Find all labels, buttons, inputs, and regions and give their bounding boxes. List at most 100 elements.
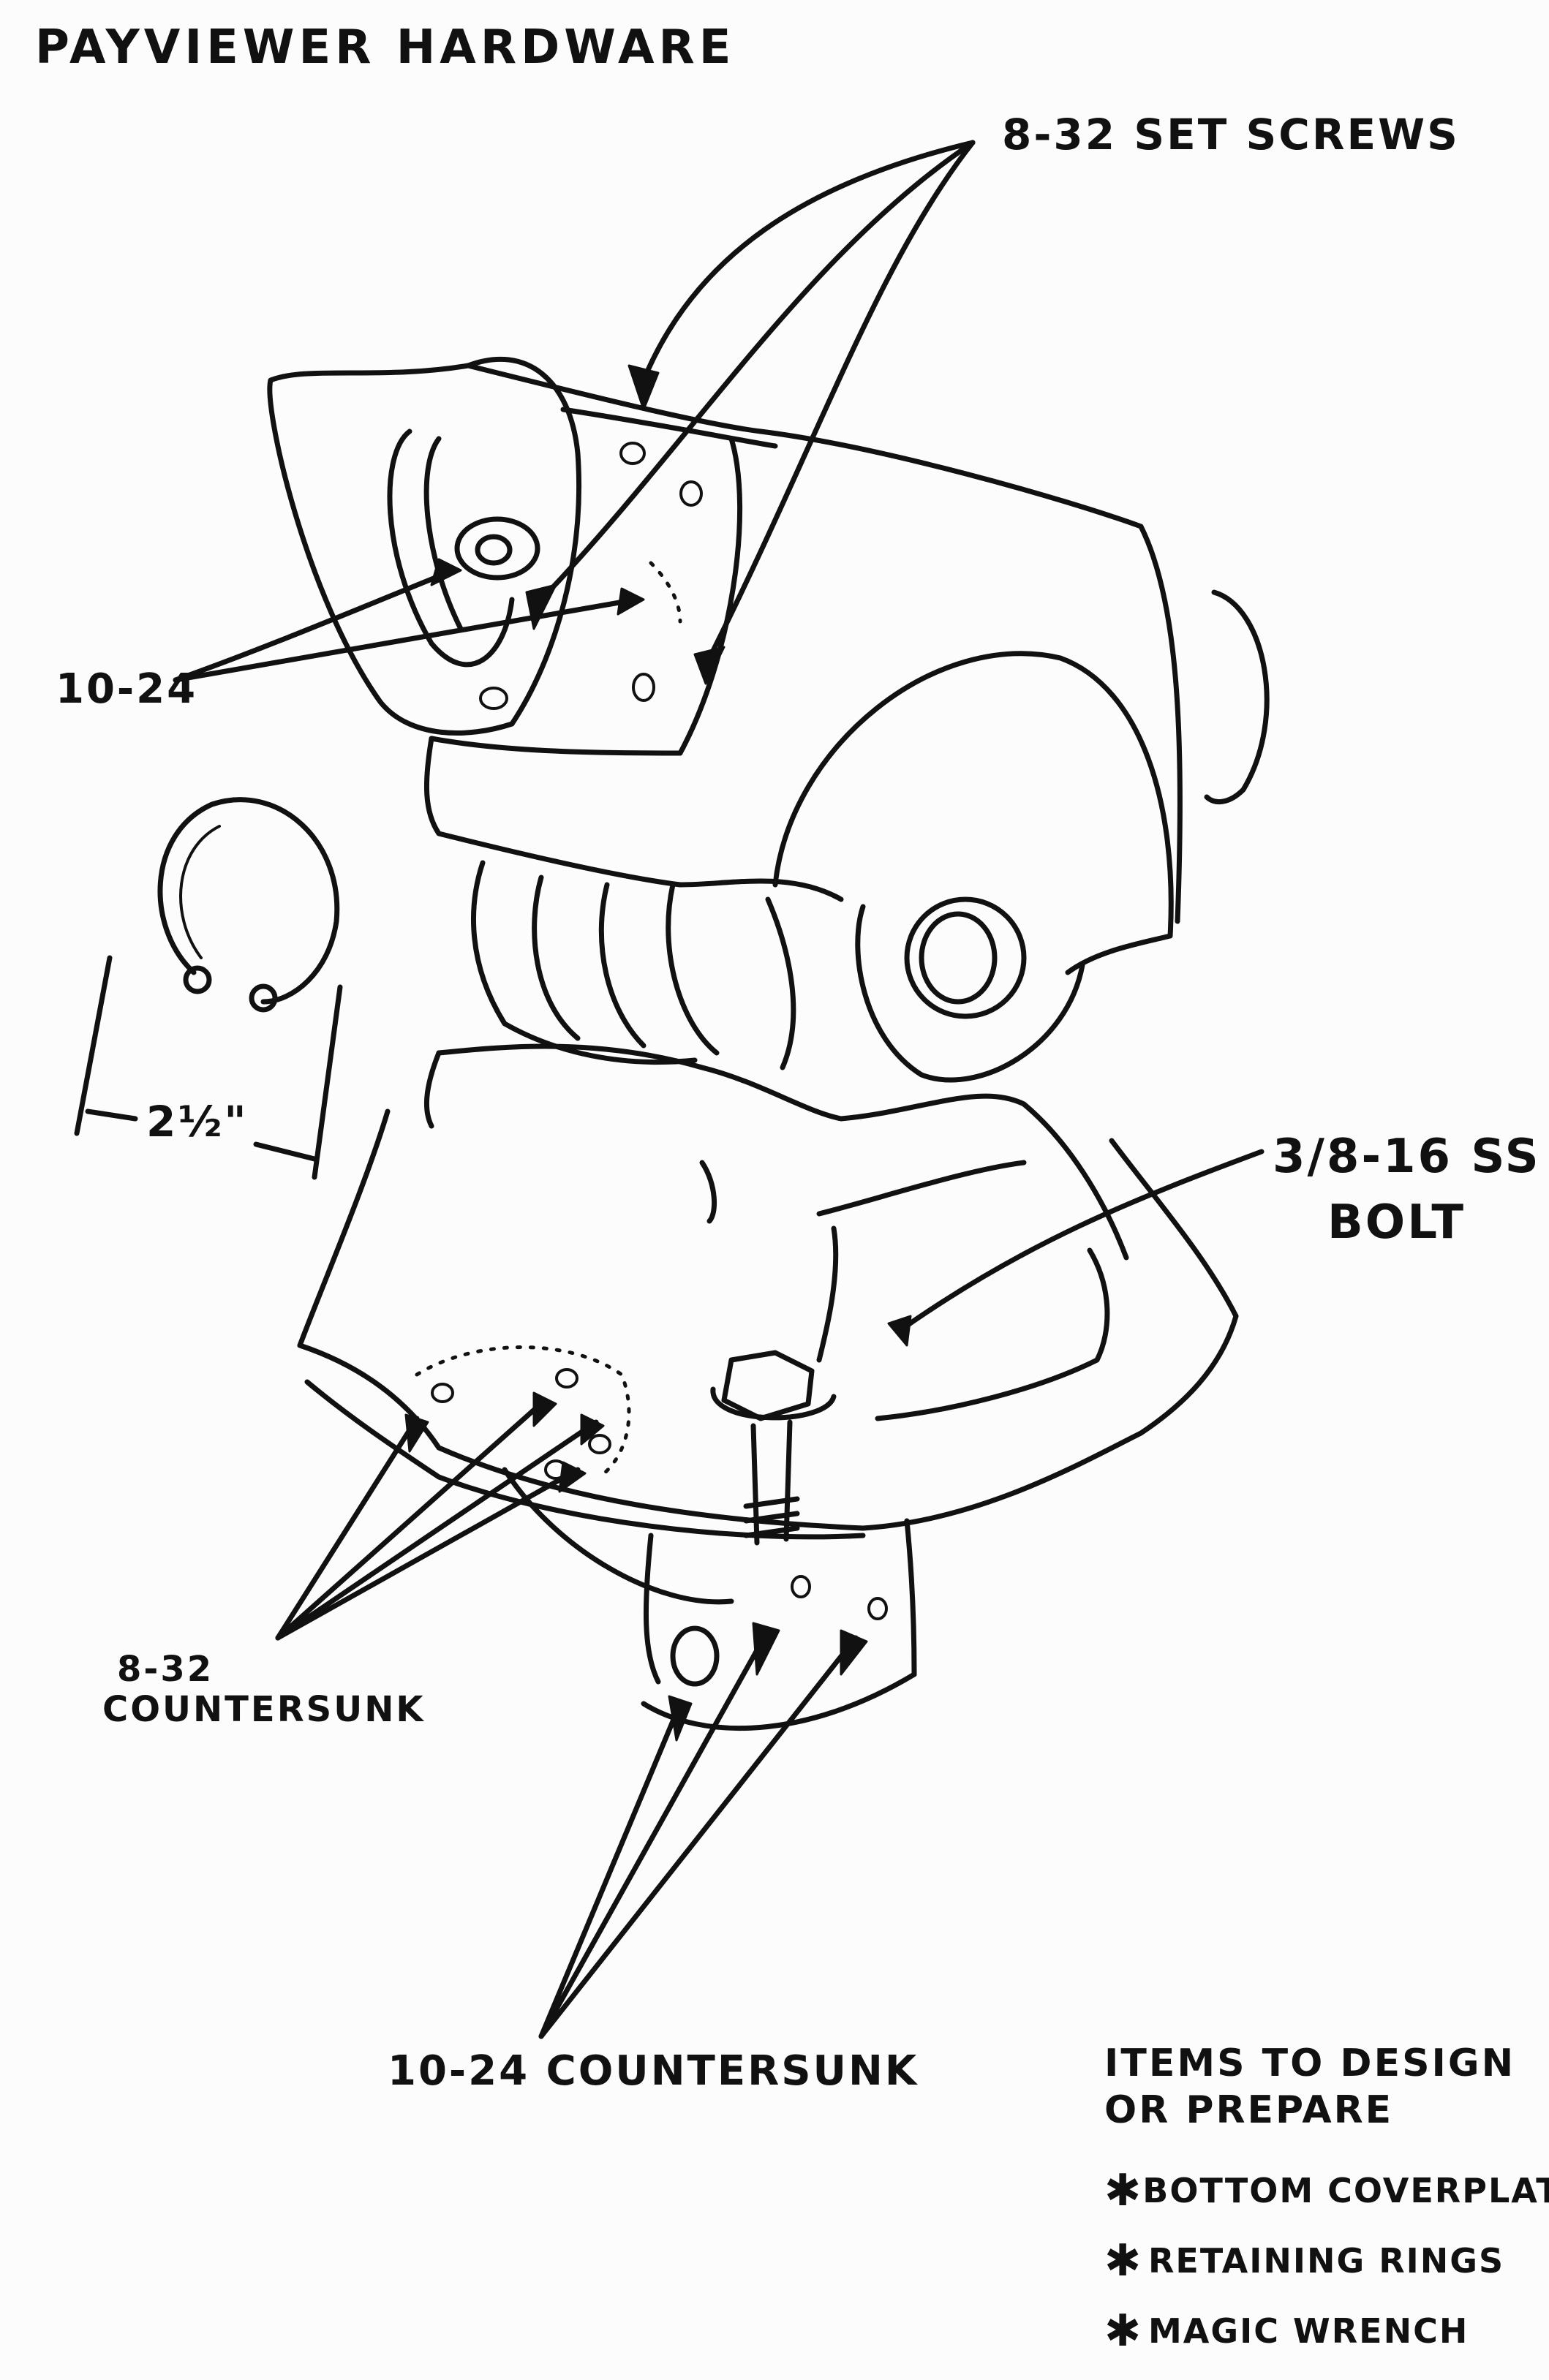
neck-rib-2 [598,882,647,1049]
arrow-setscrew-a [641,140,976,383]
side-pivot-inner [919,911,998,1005]
notes-heading-line-2: OR PREPARE [1104,2088,1394,2132]
arrow-832cs-a [275,1416,420,1641]
callout-832-countersunk-size: 8-32 [117,1649,214,1690]
base-inner-top [816,1160,1027,1217]
list-item: ✱ RETAINING RINGS [1104,2226,1536,2296]
base-inner-right [875,1247,1110,1421]
setscrew-hole-3 [632,673,655,702]
base-right-wall [1109,1138,1239,1319]
lower-mount-hole [670,1625,720,1687]
arrowhead-832cs-b [532,1391,557,1427]
notes-list: ✱ BOTTOM COVERPLATE ✱ RETAINING RINGS ✱ … [1104,2156,1549,2366]
notes-heading-line-1: ITEMS TO DESIGN [1104,2041,1516,2085]
lower-mount-bottom [641,1671,917,1731]
arrowhead-1024cs-b [752,1622,780,1676]
base-inner-slope [1021,1101,1129,1261]
side-pivot-arm [855,904,1085,1083]
list-item: ✱ BOTTOM COVERPLATE [1104,2156,1549,2226]
arrow-setscrew-c [706,140,976,661]
base-top-edge [436,1043,1027,1122]
head-top-edge [465,363,1144,529]
head-stipple [649,561,682,624]
head-front-face [267,356,582,736]
ring-dim-line-l [85,1108,138,1122]
arrowhead-832cs-c [580,1413,605,1446]
arrowhead-1024-a [430,558,462,586]
lower-mount-hole-3 [867,1597,888,1620]
notes-item-label: BOTTOM COVERPLATE [1142,2171,1549,2210]
arrowhead-bolt [887,1315,912,1347]
bolt-shank-r [783,1419,793,1542]
head-bottom-edge [429,736,683,756]
lower-mount-right [904,1518,917,1677]
bolt-washer [710,1386,837,1421]
bolt-head [721,1350,815,1421]
front-hub-hole [475,534,513,566]
ring-eye-right [249,983,278,1013]
arrowhead-832cs-a [404,1413,429,1453]
lower-mount-hole-2 [791,1575,811,1598]
ring-dim-line-r [253,1141,317,1162]
neck-right [765,896,796,1070]
arrowhead-832cs-d [558,1461,587,1493]
bolt-thread-1 [743,1496,800,1509]
neck-left [471,860,698,1065]
arrow-1024-b [173,597,639,683]
arrow-832cs-d [275,1467,581,1641]
arrow-setscrew-b [538,140,976,602]
base-front-slope [297,1108,391,1348]
arrow-832cs-b [275,1397,548,1641]
ring-dimension-label: 2½" [146,1097,249,1146]
callout-832-countersunk-type: COUNTERSUNK [102,1689,426,1730]
arrowhead-setscrew-a [627,364,660,411]
head-front-inner [387,428,515,668]
head-front-inner-2 [423,436,464,632]
page-title: PAYVIEWER HARDWARE [35,20,736,75]
callout-set-screws: 8-32 SET SCREWS [1002,110,1460,159]
arrow-bolt [897,1149,1265,1334]
setscrew-hole-1 [619,442,646,465]
head-back-cap [1204,589,1270,805]
callout-bolt-type: BOLT [1327,1195,1466,1250]
arrowhead-setscrew-c [693,646,725,685]
base-left-wall [424,1050,442,1129]
ring-eye-left [183,965,212,994]
asterisk-icon: ✱ [1104,2305,1143,2357]
arrowhead-1024cs-a [668,1695,693,1742]
lower-mount-left [643,1533,661,1685]
ring-dim-right [312,984,343,1180]
countersunk-dots [415,1345,631,1479]
asterisk-icon: ✱ [1104,2235,1143,2286]
head-lower-block [423,736,844,902]
arrowhead-setscrew-b [525,583,557,630]
cs-hole-2 [555,1368,578,1389]
callout-10-24: 10-24 [56,665,198,713]
base-inner-curve [816,1225,839,1363]
side-pivot-outer [904,896,1027,1019]
cs-hole-3 [588,1434,611,1454]
cs-hole-1 [431,1383,454,1403]
asterisk-icon: ✱ [1104,2165,1143,2216]
arrow-832cs-c [275,1419,599,1641]
head-side-split [677,436,743,756]
bolt-shank-l [750,1423,760,1546]
neck-rib-1 [532,874,581,1041]
todo-notes: ITEMS TO DESIGN OR PREPARE ✱ BOTTOM COVE… [1104,2040,1549,2357]
arrow-1024cs-b [538,1628,771,2039]
head-back-wall [1138,524,1183,924]
arrow-1024cs-c [538,1635,859,2039]
arrowhead-1024cs-c [840,1629,868,1676]
front-hub [454,516,540,581]
setscrew-hole-2 [679,480,703,507]
setscrew-hole-4 [479,687,508,710]
retaining-ring-inner [179,825,221,959]
retaining-ring [157,797,340,1005]
bolt-thread-3 [743,1525,800,1538]
side-arch [772,651,1174,975]
list-item: ✱ MAGIC WRENCH [1104,2296,1536,2366]
callout-1024-countersunk: 10-24 COUNTERSUNK [388,2047,919,2095]
callout-bolt-size: 3/8-16 SS [1273,1130,1541,1184]
